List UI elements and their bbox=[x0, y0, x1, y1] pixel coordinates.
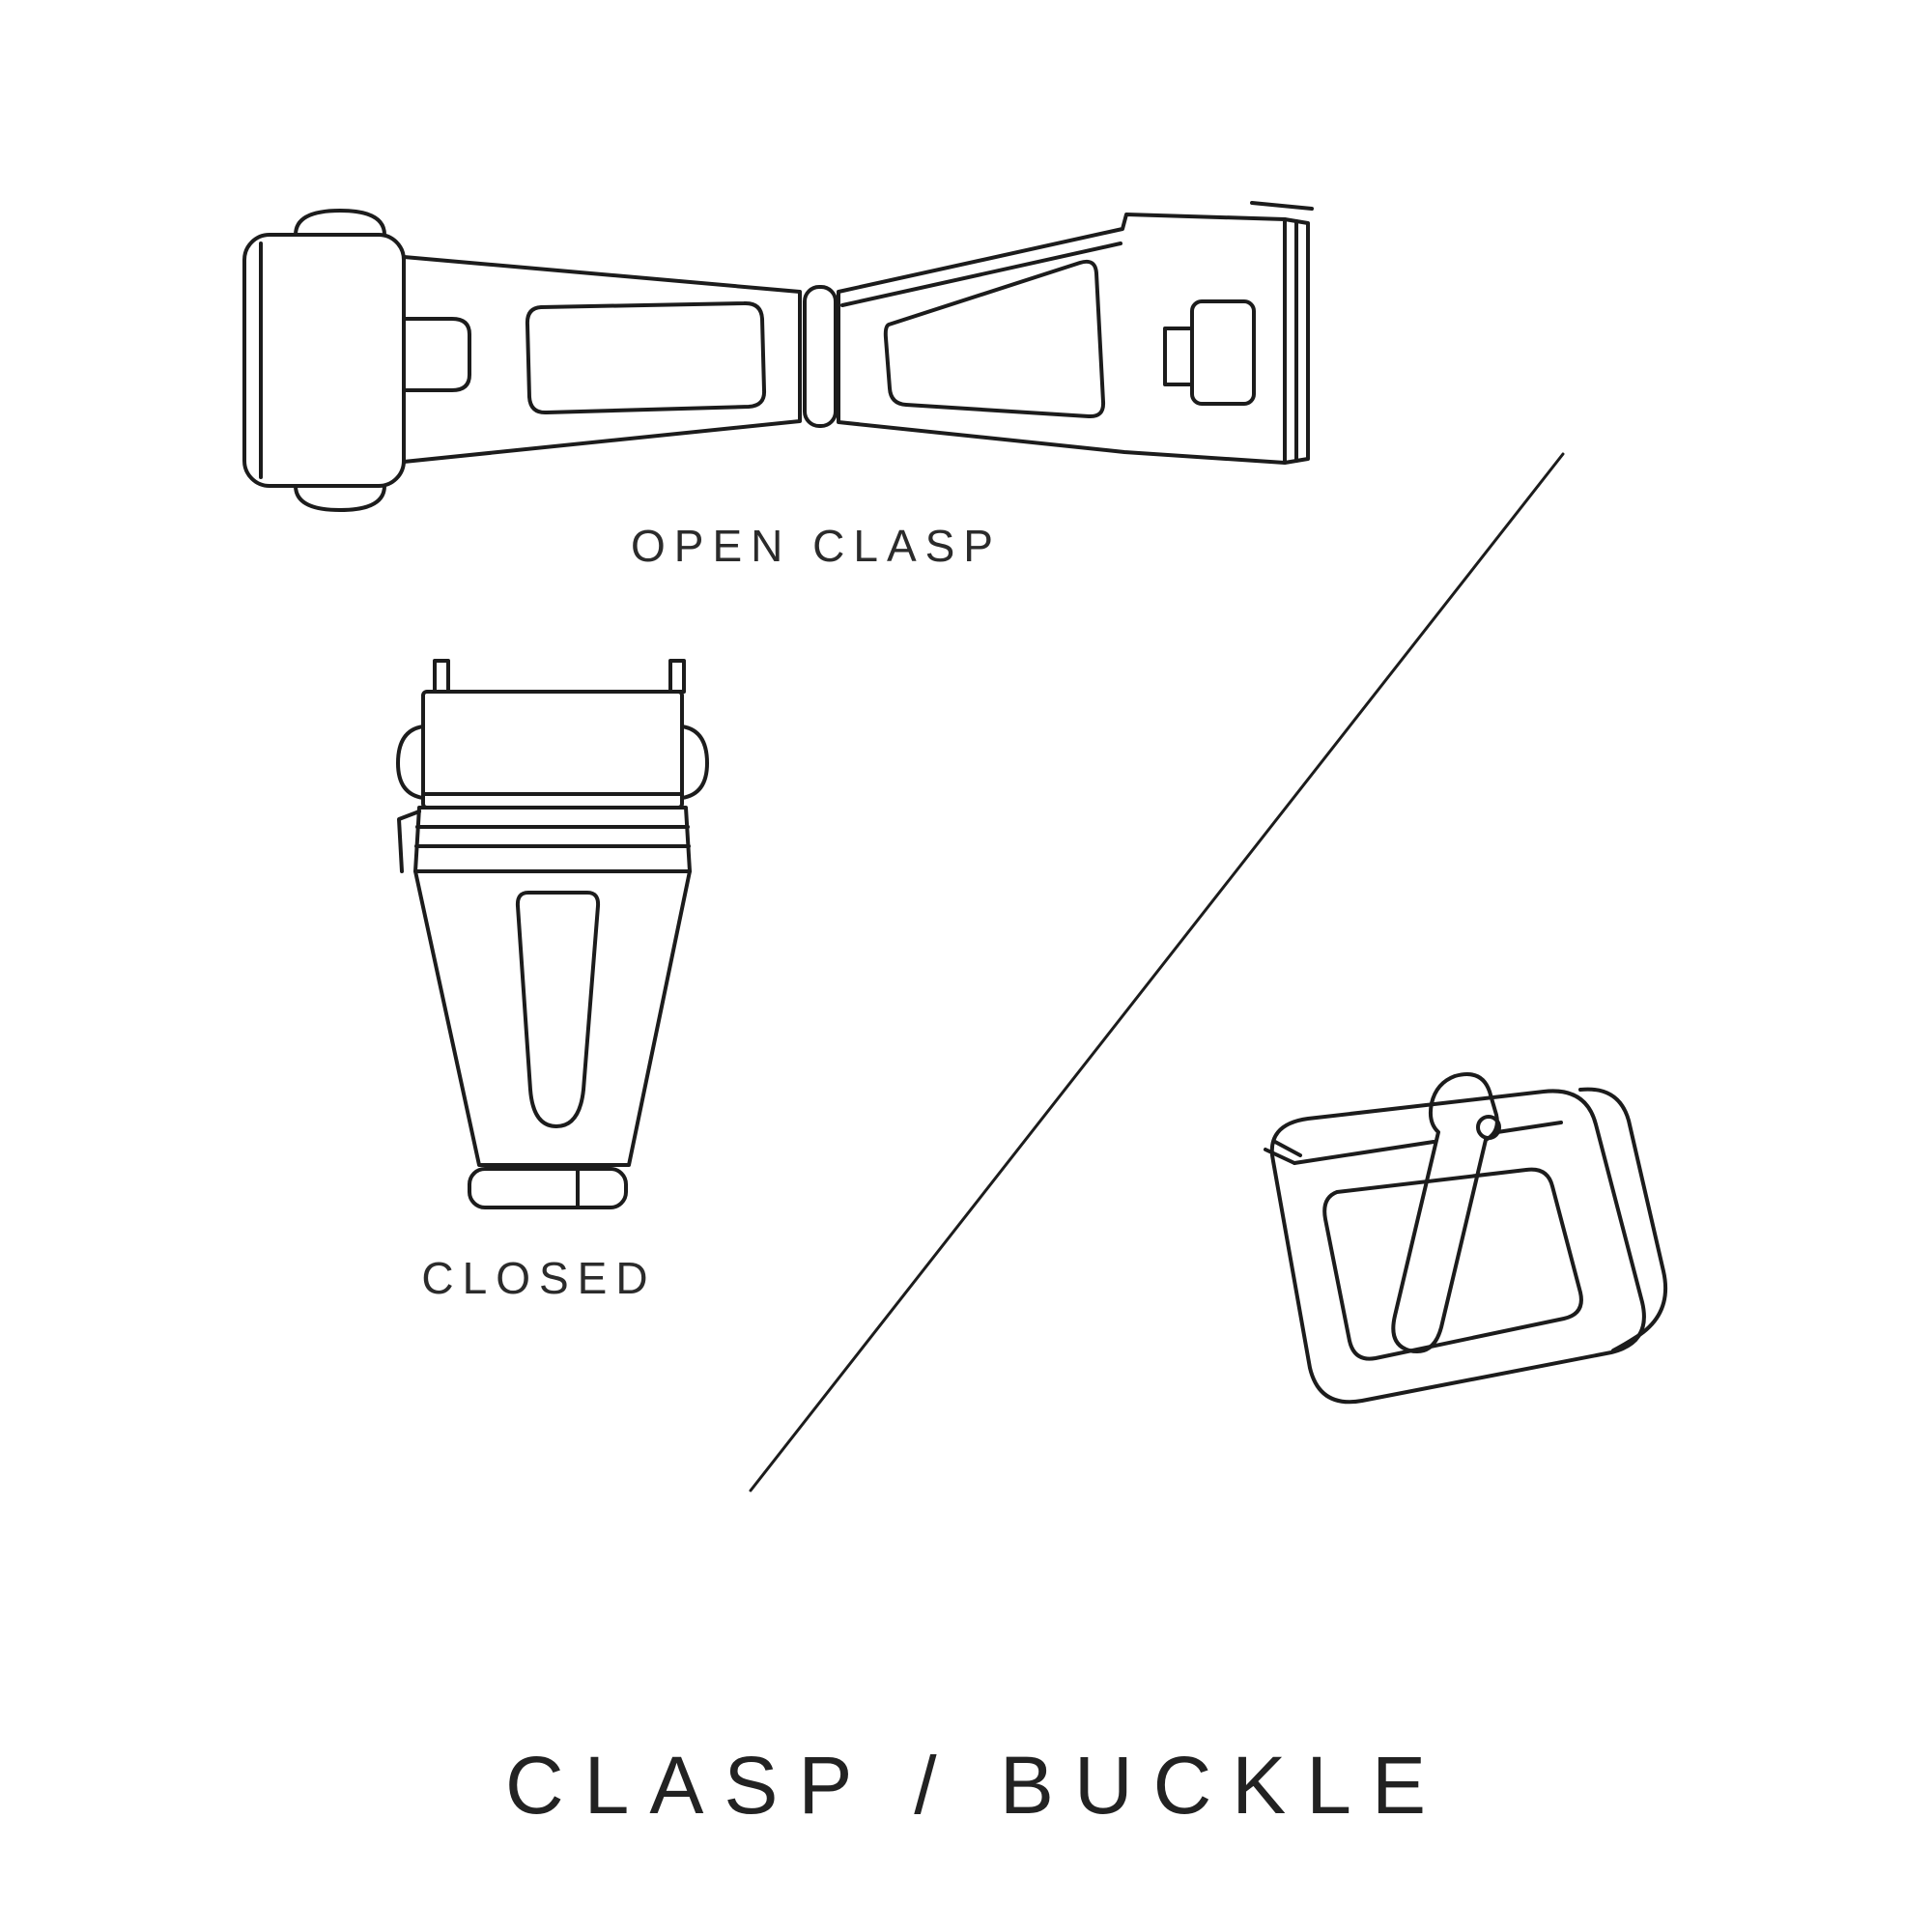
closed-label: CLOSED bbox=[421, 1253, 657, 1303]
closed-cover bbox=[421, 690, 684, 810]
closed-band bbox=[413, 806, 692, 873]
diagonal-divider bbox=[749, 452, 1565, 1492]
clasp-right-arm-strip bbox=[840, 242, 1122, 307]
clasp-right-arm bbox=[837, 213, 1287, 465]
buckle-pin-stub-2 bbox=[1273, 1140, 1302, 1157]
closed-body bbox=[413, 869, 692, 1167]
buckle-pin-stub-1 bbox=[1264, 1148, 1296, 1165]
buckle-frame-inner bbox=[1322, 1167, 1583, 1361]
clasp-center-hinge bbox=[803, 285, 838, 428]
closed-left-prong bbox=[433, 659, 450, 694]
closed-right-prong bbox=[668, 659, 686, 694]
clasp-left-bottom-tab bbox=[294, 484, 386, 512]
clasp-left-endcap bbox=[242, 233, 406, 488]
closed-body-slot bbox=[515, 891, 601, 1128]
buckle-frame-thickness bbox=[1578, 1087, 1668, 1352]
buckle-bar-left bbox=[1293, 1140, 1435, 1165]
closed-band-tab bbox=[397, 810, 421, 873]
clasp-left-arm-cutout bbox=[525, 300, 767, 415]
buckle-frame-outer bbox=[1269, 1089, 1646, 1405]
buckle-illustration bbox=[1264, 1072, 1668, 1405]
closed-foot bbox=[468, 1167, 628, 1209]
clasp-left-arm bbox=[402, 255, 802, 464]
page-title: CLASP / BUCKLE bbox=[504, 1740, 1447, 1831]
closed-right-ear bbox=[680, 724, 709, 800]
open-clasp-label: OPEN CLASP bbox=[631, 521, 1002, 571]
buckle-tongue bbox=[1391, 1072, 1499, 1353]
closed-clasp-illustration bbox=[396, 659, 709, 1209]
clasp-left-top-tab bbox=[294, 209, 386, 237]
open-clasp-illustration bbox=[242, 201, 1314, 512]
clasp-left-arm-notch bbox=[402, 317, 471, 392]
buckle-bar-right bbox=[1495, 1121, 1563, 1134]
closed-left-ear bbox=[396, 724, 425, 800]
clasp-right-arm-cutout bbox=[883, 259, 1106, 419]
clasp-right-top-edge bbox=[1250, 201, 1314, 211]
clasp-right-hole bbox=[1190, 299, 1256, 406]
clasp-right-hook bbox=[1163, 327, 1194, 386]
